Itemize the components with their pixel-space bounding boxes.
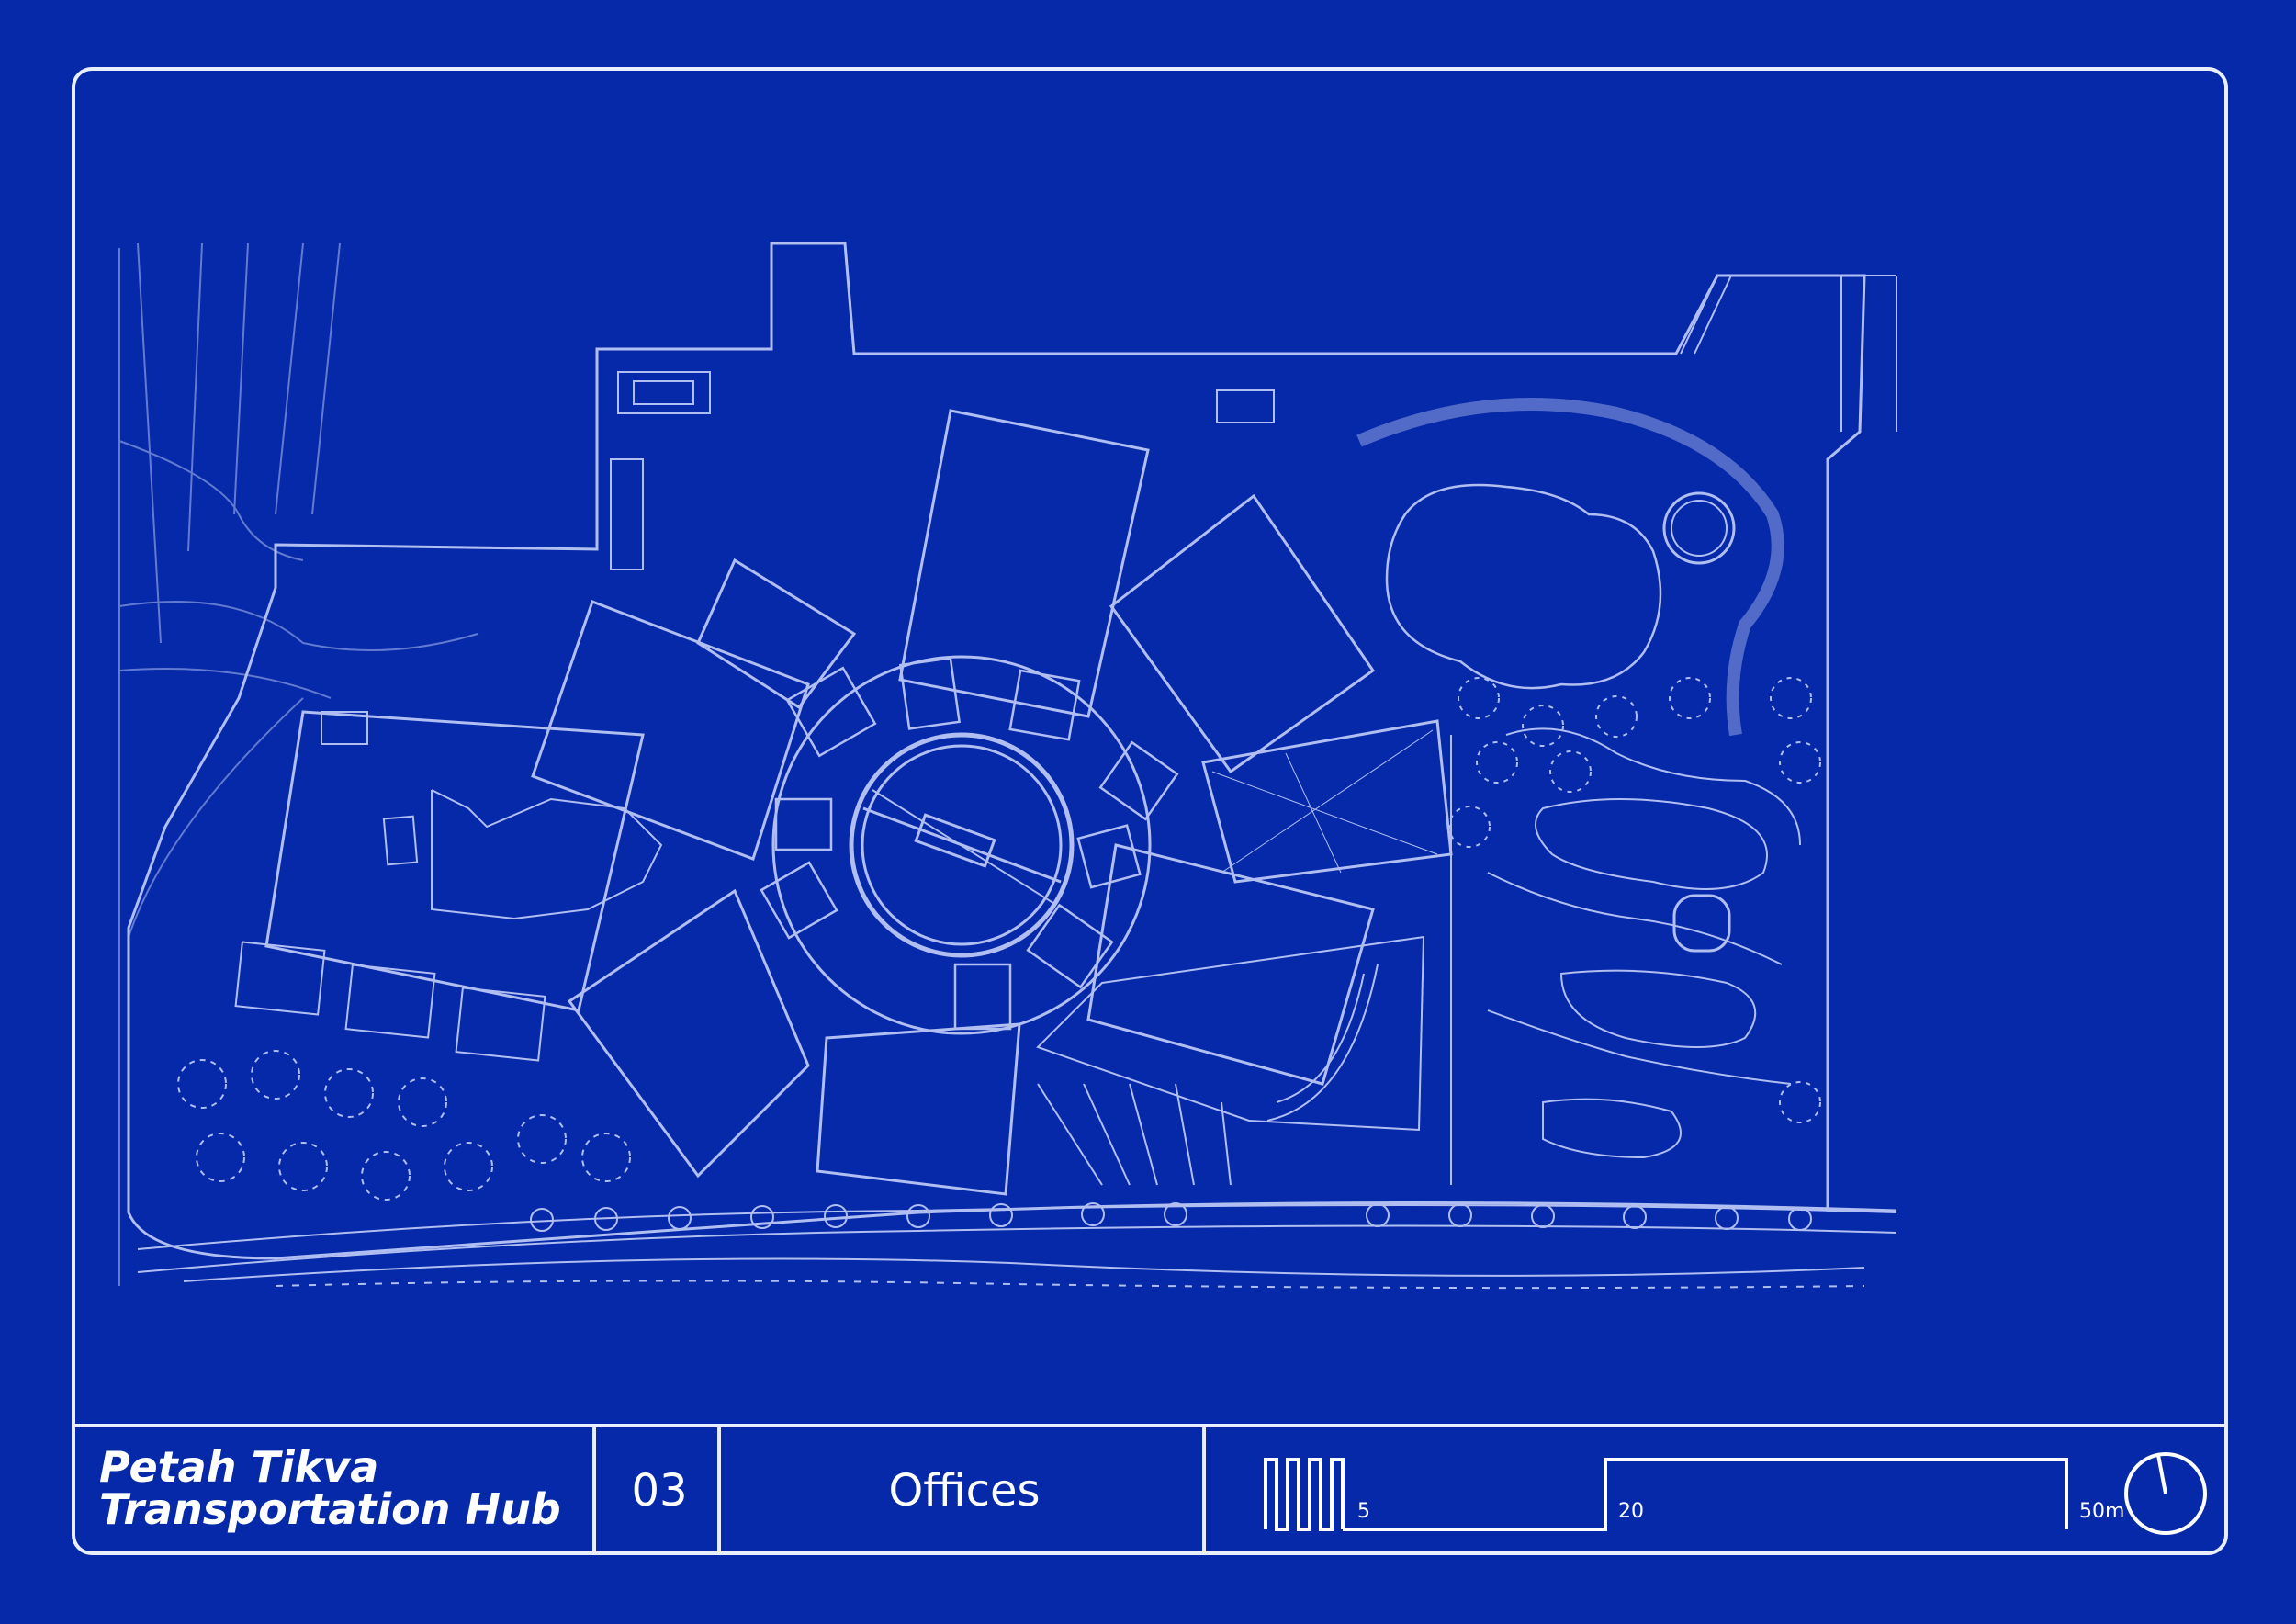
south-east-plaza (1036, 935, 1425, 1186)
west-building (264, 710, 663, 1012)
north-west-annex (610, 371, 711, 570)
site-boundary (127, 242, 1897, 1260)
context-roads (118, 242, 478, 1286)
title-block-divider (1202, 1427, 1206, 1555)
scale-label-20: 20 (1618, 1500, 1644, 1523)
title-block: Petah Tikva Transportation Hub 03 Office… (72, 1424, 2228, 1555)
drawing-frame (72, 67, 2228, 1555)
scale-bar-segments (1264, 1458, 1345, 1531)
street-trees (530, 1202, 1812, 1232)
sheet-name: Offices (888, 1465, 1041, 1517)
title-block-divider (592, 1427, 596, 1555)
scale-label-50m: 50m (2079, 1500, 2125, 1523)
central-rotunda (771, 655, 1152, 1035)
scale-bar-outline (1341, 1458, 2068, 1531)
project-title-line-2: Transportation Hub (99, 1484, 561, 1534)
office-wings (531, 409, 1453, 1196)
lower-left-courts (234, 941, 546, 1062)
scale-label-5: 5 (1357, 1500, 1370, 1523)
north-east-entry (1216, 275, 1897, 432)
service-cores (760, 657, 1179, 1031)
east-trees (1448, 677, 1821, 1123)
east-landscape (1356, 398, 1801, 1185)
promenade (137, 1203, 1897, 1290)
title-block-divider (717, 1427, 721, 1555)
north-arrow-icon (2124, 1452, 2207, 1535)
project-title-line-1: Petah Tikva (99, 1442, 379, 1492)
west-trees (177, 1050, 631, 1201)
scale-bar (1264, 1458, 2068, 1531)
sheet-number: 03 (631, 1465, 688, 1517)
project-title: Petah Tikva Transportation Hub (99, 1446, 650, 1530)
